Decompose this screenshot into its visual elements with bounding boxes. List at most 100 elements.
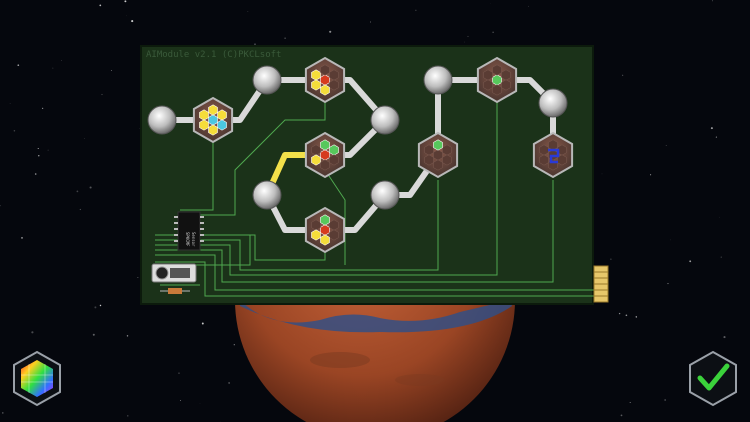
hex-cell	[539, 144, 549, 156]
star	[492, 31, 494, 33]
hex-module[interactable]	[476, 56, 518, 104]
star	[467, 35, 469, 37]
pipe-node	[370, 180, 400, 210]
chip-label-1: SPKCMF	[185, 232, 190, 247]
star	[110, 70, 112, 72]
star	[31, 331, 34, 334]
star	[601, 173, 603, 175]
hex-cell	[501, 79, 511, 91]
star	[201, 322, 204, 325]
star	[712, 0, 713, 2]
hex-cell	[208, 114, 218, 126]
star	[228, 382, 230, 384]
hex-cell	[320, 149, 330, 161]
star	[34, 173, 37, 175]
hex-cell	[424, 144, 434, 156]
hex-cell	[433, 159, 443, 171]
hex-cell	[329, 219, 339, 231]
hex-cell	[329, 229, 339, 241]
edge-connector	[593, 265, 609, 303]
circuit-board	[140, 45, 594, 305]
palette-button[interactable]	[13, 350, 61, 407]
star	[179, 399, 181, 401]
hex-cell	[311, 229, 321, 241]
star	[233, 344, 235, 346]
hex-module[interactable]	[304, 56, 346, 104]
star	[528, 5, 529, 7]
star	[625, 314, 628, 317]
star	[124, 0, 127, 3]
hex-cell	[311, 144, 321, 156]
star	[126, 15, 127, 17]
hex-module[interactable]	[304, 131, 346, 179]
hex-cell	[320, 84, 330, 96]
hex-cell	[199, 119, 209, 131]
star	[127, 415, 129, 417]
hex-cell	[557, 154, 567, 166]
star	[650, 174, 652, 176]
hex-module[interactable]	[532, 131, 574, 179]
hex-cell	[433, 139, 443, 151]
star	[178, 372, 180, 374]
hex-cell	[311, 69, 321, 81]
hex-cell	[548, 139, 558, 151]
hex-cell	[217, 119, 227, 131]
confirm-button[interactable]	[689, 350, 737, 407]
star	[370, 21, 371, 23]
hex-cell	[424, 154, 434, 166]
star	[131, 20, 134, 23]
star	[92, 333, 95, 336]
star	[715, 136, 717, 138]
hex-cell	[311, 219, 321, 231]
rainbow-hex-icon	[21, 360, 53, 397]
star	[620, 414, 623, 417]
hex-cell	[320, 159, 330, 171]
star	[9, 103, 11, 104]
hex-cell	[311, 79, 321, 91]
hex-module[interactable]	[417, 131, 459, 179]
star	[664, 399, 666, 401]
star	[94, 306, 97, 309]
hex-cell	[501, 69, 511, 81]
star	[13, 129, 16, 132]
hex-cell	[492, 64, 502, 76]
board-title: AIModule v2.1 (C)PKCLsoft	[146, 50, 281, 60]
pipe-node	[538, 88, 568, 118]
hex-cell	[320, 224, 330, 236]
star	[622, 74, 624, 76]
pipe-node	[147, 105, 177, 135]
hex-cell	[329, 69, 339, 81]
sensor-component[interactable]	[151, 263, 197, 294]
hex-module[interactable]	[192, 96, 234, 144]
hex-cell	[320, 139, 330, 151]
pipe-nodes	[147, 65, 568, 210]
star	[670, 239, 671, 241]
star	[247, 11, 249, 12]
hex-cell	[208, 124, 218, 136]
star	[710, 127, 713, 130]
pipe-node	[252, 180, 282, 210]
sensor-chip[interactable]: SPKCMF Sensor	[174, 211, 204, 251]
hex-cell	[311, 154, 321, 166]
circuit-traces	[155, 100, 595, 297]
star	[76, 190, 79, 193]
hex-module[interactable]	[304, 206, 346, 254]
hex-cell	[320, 74, 330, 86]
star	[689, 260, 692, 263]
star	[41, 107, 44, 110]
star	[723, 336, 726, 339]
hex-cell	[539, 154, 549, 166]
star	[284, 37, 286, 39]
checkmark-icon	[697, 363, 730, 391]
hex-cell	[329, 154, 339, 166]
hex-cell	[320, 214, 330, 226]
star	[126, 335, 129, 337]
hex-cell	[483, 79, 493, 91]
star	[720, 256, 722, 258]
hex-cell	[217, 109, 227, 121]
star	[60, 60, 62, 62]
hex-modules[interactable]	[192, 56, 574, 254]
star	[84, 138, 85, 139]
hex-cell	[320, 64, 330, 76]
